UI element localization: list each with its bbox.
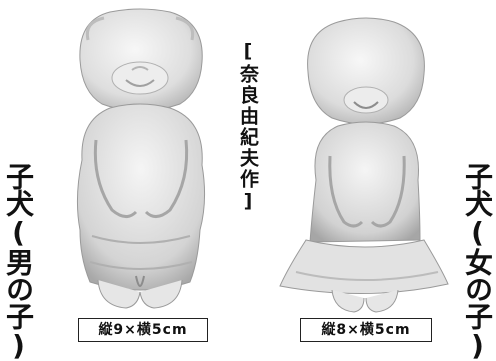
puppy-girl-size-label: 縦8×横5cm xyxy=(300,318,432,342)
puppy-boy-title: 子犬(男の子) xyxy=(2,162,35,361)
puppy-boy-figure-image xyxy=(76,8,206,309)
puppy-girl-title: 子犬(女の子) xyxy=(461,162,494,361)
artist-credit: [奈良由紀夫作] xyxy=(237,40,259,214)
puppy-girl-figure-image xyxy=(279,17,449,313)
puppy-boy-size-label: 縦9×横5cm xyxy=(78,318,208,342)
page: 子犬(男の子) [奈良由紀夫作] 子犬(女の子) 縦9×横5cm 縦8×横5cm xyxy=(2,8,494,361)
